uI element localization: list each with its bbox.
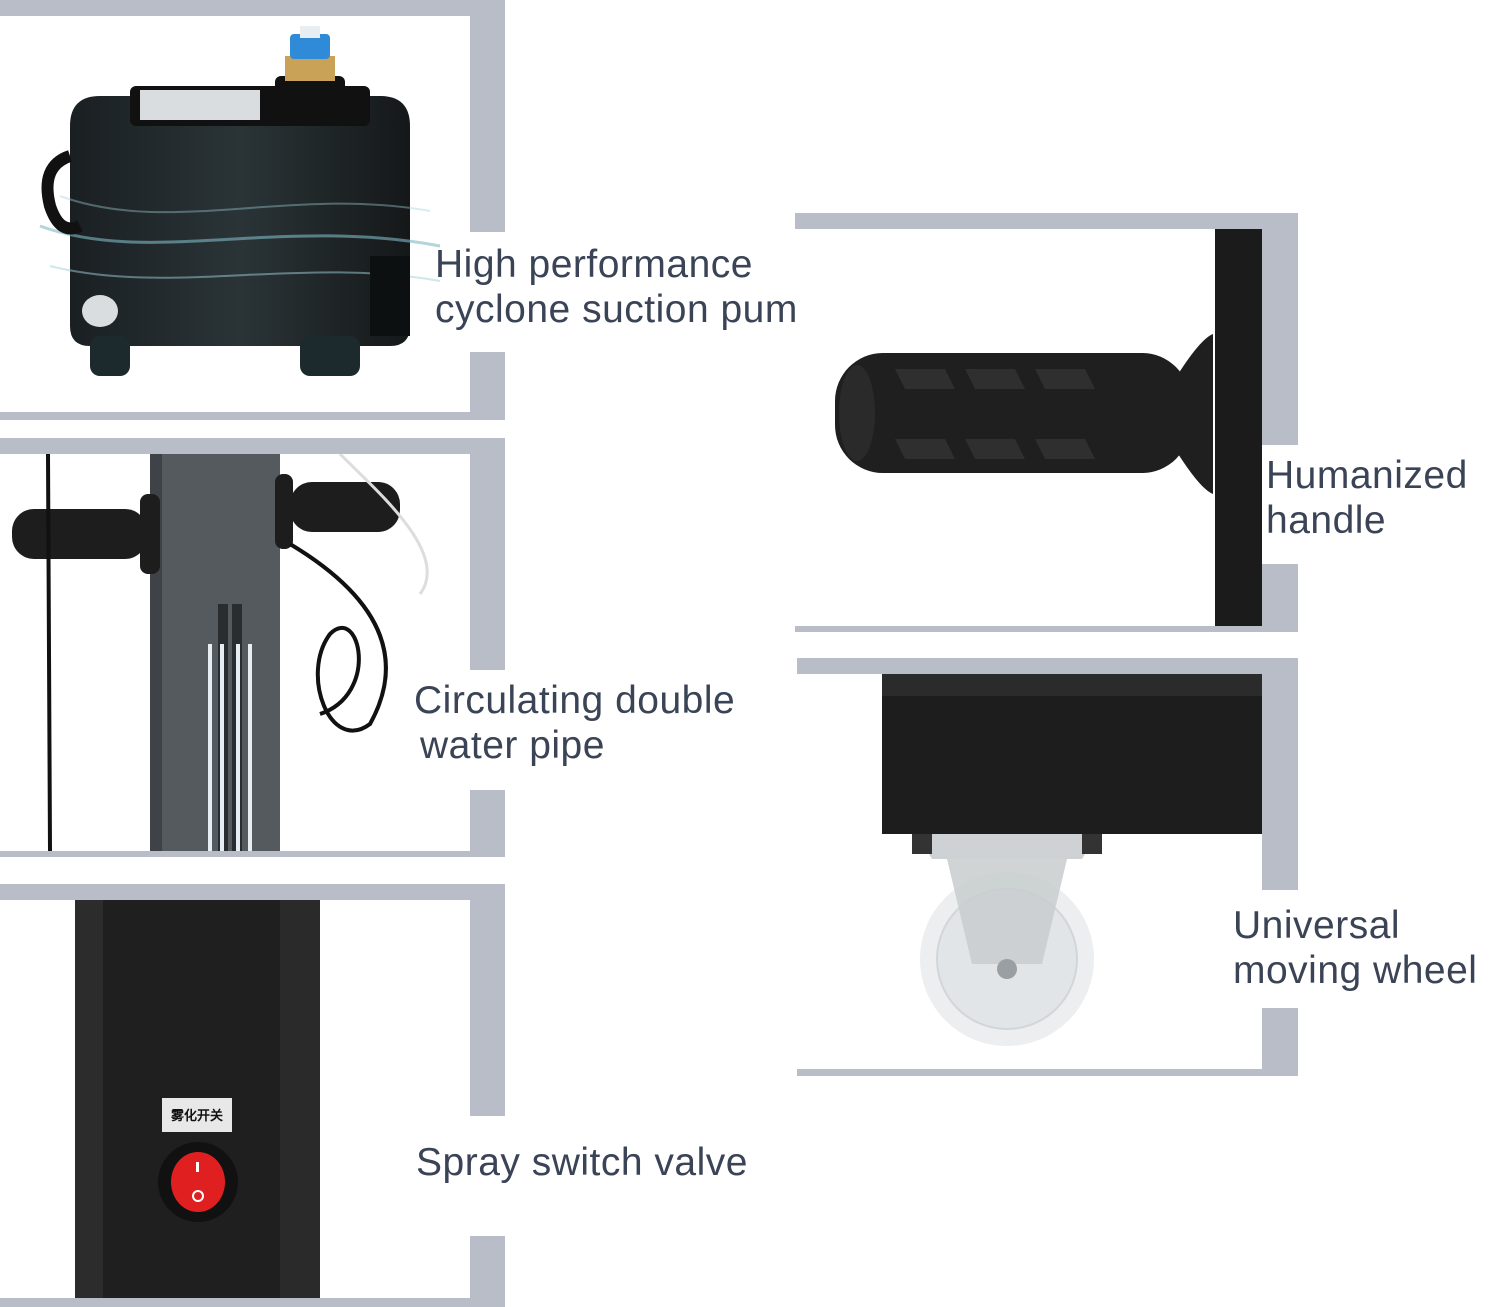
frame-right-upper (470, 884, 505, 1116)
frame-right-lower (470, 790, 505, 856)
switch-label: 雾化开关 (170, 1109, 223, 1124)
frame-right-upper (470, 438, 505, 670)
pipe-caption-line-2: water pipe (420, 724, 605, 767)
wheel-caption-line-1: Universal (1233, 904, 1401, 947)
frame-top (0, 438, 505, 454)
handle-caption: Humanized handle (1266, 453, 1468, 543)
frame-top (795, 213, 1298, 229)
frame-right-lower (470, 1236, 505, 1307)
handle-image (795, 229, 1262, 626)
frame-bottom (0, 1298, 505, 1307)
frame-right-lower (470, 352, 505, 420)
pump-caption: High performance cyclone suction pump (435, 242, 820, 332)
pipe-caption-line-1: Circulating double (414, 679, 736, 722)
switch-caption: Spray switch valve (416, 1140, 748, 1185)
frame-right-upper (1262, 213, 1298, 445)
frame-top (0, 0, 505, 16)
pump-caption-line-1: High performance (435, 243, 753, 286)
pipe-image (0, 454, 470, 851)
pump-image (0, 16, 470, 412)
wheel-caption: Universal moving wheel (1233, 903, 1477, 993)
frame-top (0, 884, 505, 900)
frame-top (797, 658, 1298, 674)
wheel-caption-line-2: moving wheel (1233, 949, 1478, 992)
frame-bottom (0, 851, 505, 857)
handle-caption-line-2: handle (1266, 499, 1387, 542)
frame-right-upper (470, 0, 505, 232)
frame-right-lower (1262, 564, 1298, 631)
switch-caption-line-1: Spray switch valve (416, 1141, 748, 1184)
frame-bottom (797, 1069, 1298, 1076)
frame-right-upper (1262, 658, 1298, 890)
switch-image: 雾化开关 (0, 900, 470, 1298)
handle-caption-line-1: Humanized (1266, 454, 1468, 497)
pump-caption-line-2: cyclone suction pump (435, 288, 821, 331)
frame-bottom (795, 626, 1298, 632)
frame-right-lower (1262, 1008, 1298, 1076)
wheel-image (797, 674, 1262, 1069)
pipe-caption: Circulating double water pipe (414, 678, 735, 768)
frame-bottom (0, 412, 505, 420)
